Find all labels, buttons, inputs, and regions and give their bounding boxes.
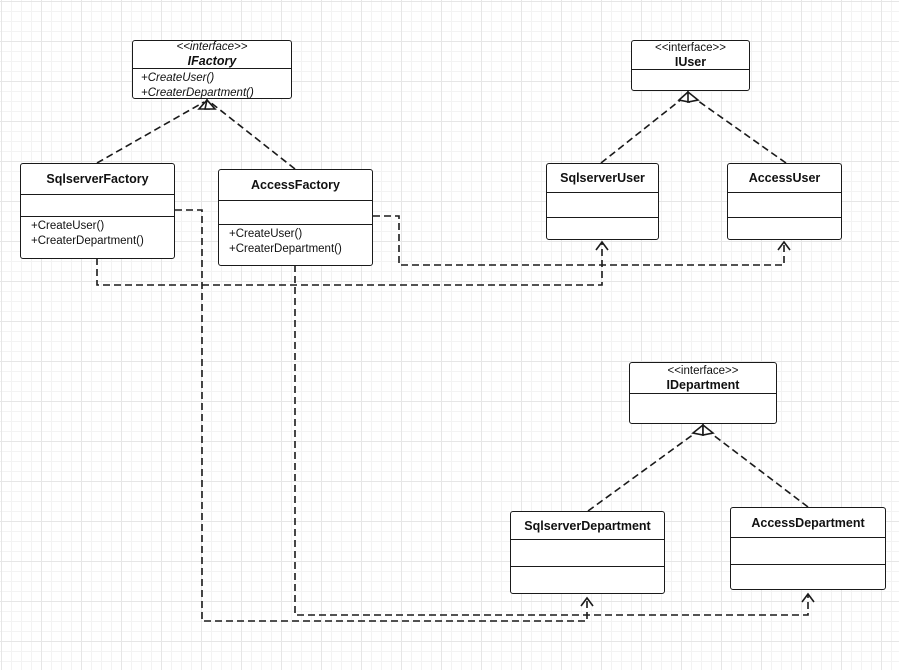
realization-sqlserveruser-iuser	[600, 97, 684, 164]
accessdepartment-class[interactable]: AccessDepartment	[730, 507, 886, 590]
operations-compartment: +CreateUser() +CreaterDepartment()	[21, 217, 174, 258]
class-name: IFactory	[187, 54, 237, 68]
operations-compartment: +CreateUser() +CreaterDepartment()	[219, 225, 372, 265]
realization-arrowhead	[204, 98, 217, 110]
dependency-arrowhead	[777, 240, 791, 251]
accessfactory-header: AccessFactory	[219, 170, 372, 201]
stereotype-label: <<interface>>	[176, 41, 248, 53]
realization-sqlserverfactory-ifactory	[96, 101, 205, 164]
stereotype-label: <<interface>>	[667, 364, 739, 377]
accessuser-header: AccessUser	[728, 164, 841, 193]
realization-arrowhead	[702, 423, 715, 436]
operations-compartment	[630, 394, 776, 423]
realization-arrowhead	[197, 98, 210, 110]
operation: +CreaterDepartment()	[229, 243, 342, 255]
iuser-class[interactable]: <<interface>> IUser	[631, 40, 750, 91]
operation: +CreateUser()	[31, 220, 105, 232]
attributes-compartment	[511, 540, 664, 567]
sqlserveruser-header: SqlserverUser	[547, 164, 658, 193]
attributes-compartment	[219, 201, 372, 225]
stereotype-label: <<interface>>	[655, 41, 726, 54]
realization-accessuser-iuser	[693, 97, 787, 164]
sqlserverfactory-class[interactable]: SqlserverFactory +CreateUser() +CreaterD…	[20, 163, 175, 259]
class-name: AccessFactory	[251, 178, 340, 192]
operations-compartment	[728, 218, 841, 239]
attributes-compartment	[21, 195, 174, 217]
ifactory-header: <<interface>> IFactory	[133, 41, 291, 69]
dependency-arrowhead	[595, 240, 609, 251]
attributes-compartment	[731, 538, 885, 565]
operation: +CreaterDepartment()	[31, 235, 144, 247]
iuser-header: <<interface>> IUser	[632, 41, 749, 70]
ifactory-class[interactable]: <<interface>> IFactory +CreateUser() +Cr…	[132, 40, 292, 99]
operations-compartment: +CreateUser() +CreaterDepartment()	[133, 69, 291, 99]
class-name: IUser	[674, 54, 707, 69]
accessuser-class[interactable]: AccessUser	[727, 163, 842, 240]
sqlserverdepartment-class[interactable]: SqlserverDepartment	[510, 511, 665, 594]
realization-arrowhead	[687, 90, 700, 103]
realization-accessdepartment-idepartment	[707, 430, 809, 508]
accessfactory-class[interactable]: AccessFactory +CreateUser() +CreaterDepa…	[218, 169, 373, 266]
dependency-arrowhead	[580, 596, 594, 607]
operation: +CreateUser()	[141, 72, 215, 84]
sqlserverfactory-header: SqlserverFactory	[21, 164, 174, 195]
sqlserverdepartment-header: SqlserverDepartment	[511, 512, 664, 540]
idepartment-class[interactable]: <<interface>> IDepartment	[629, 362, 777, 424]
idepartment-header: <<interface>> IDepartment	[630, 363, 776, 394]
operations-compartment	[547, 218, 658, 239]
operation: +CreaterDepartment()	[141, 87, 254, 99]
operations-compartment	[511, 567, 664, 593]
operation: +CreateUser()	[229, 228, 303, 240]
class-name: SqlserverFactory	[46, 172, 149, 186]
operations-compartment	[632, 70, 749, 90]
realization-arrowhead	[677, 90, 690, 103]
class-name: IDepartment	[666, 377, 740, 392]
realization-accessfactory-ifactory	[209, 101, 296, 170]
class-name: SqlserverUser	[560, 171, 645, 185]
class-name: AccessDepartment	[751, 515, 865, 530]
class-name: AccessUser	[748, 171, 821, 185]
sqlserveruser-class[interactable]: SqlserverUser	[546, 163, 659, 240]
accessdepartment-header: AccessDepartment	[731, 508, 885, 538]
realization-sqlserverdepartment-idepartment	[587, 430, 699, 512]
attributes-compartment	[728, 193, 841, 218]
class-name: SqlserverDepartment	[524, 518, 651, 533]
operations-compartment	[731, 565, 885, 589]
realization-arrowhead	[691, 423, 704, 436]
dependency-arrowhead	[801, 592, 815, 603]
attributes-compartment	[547, 193, 658, 218]
